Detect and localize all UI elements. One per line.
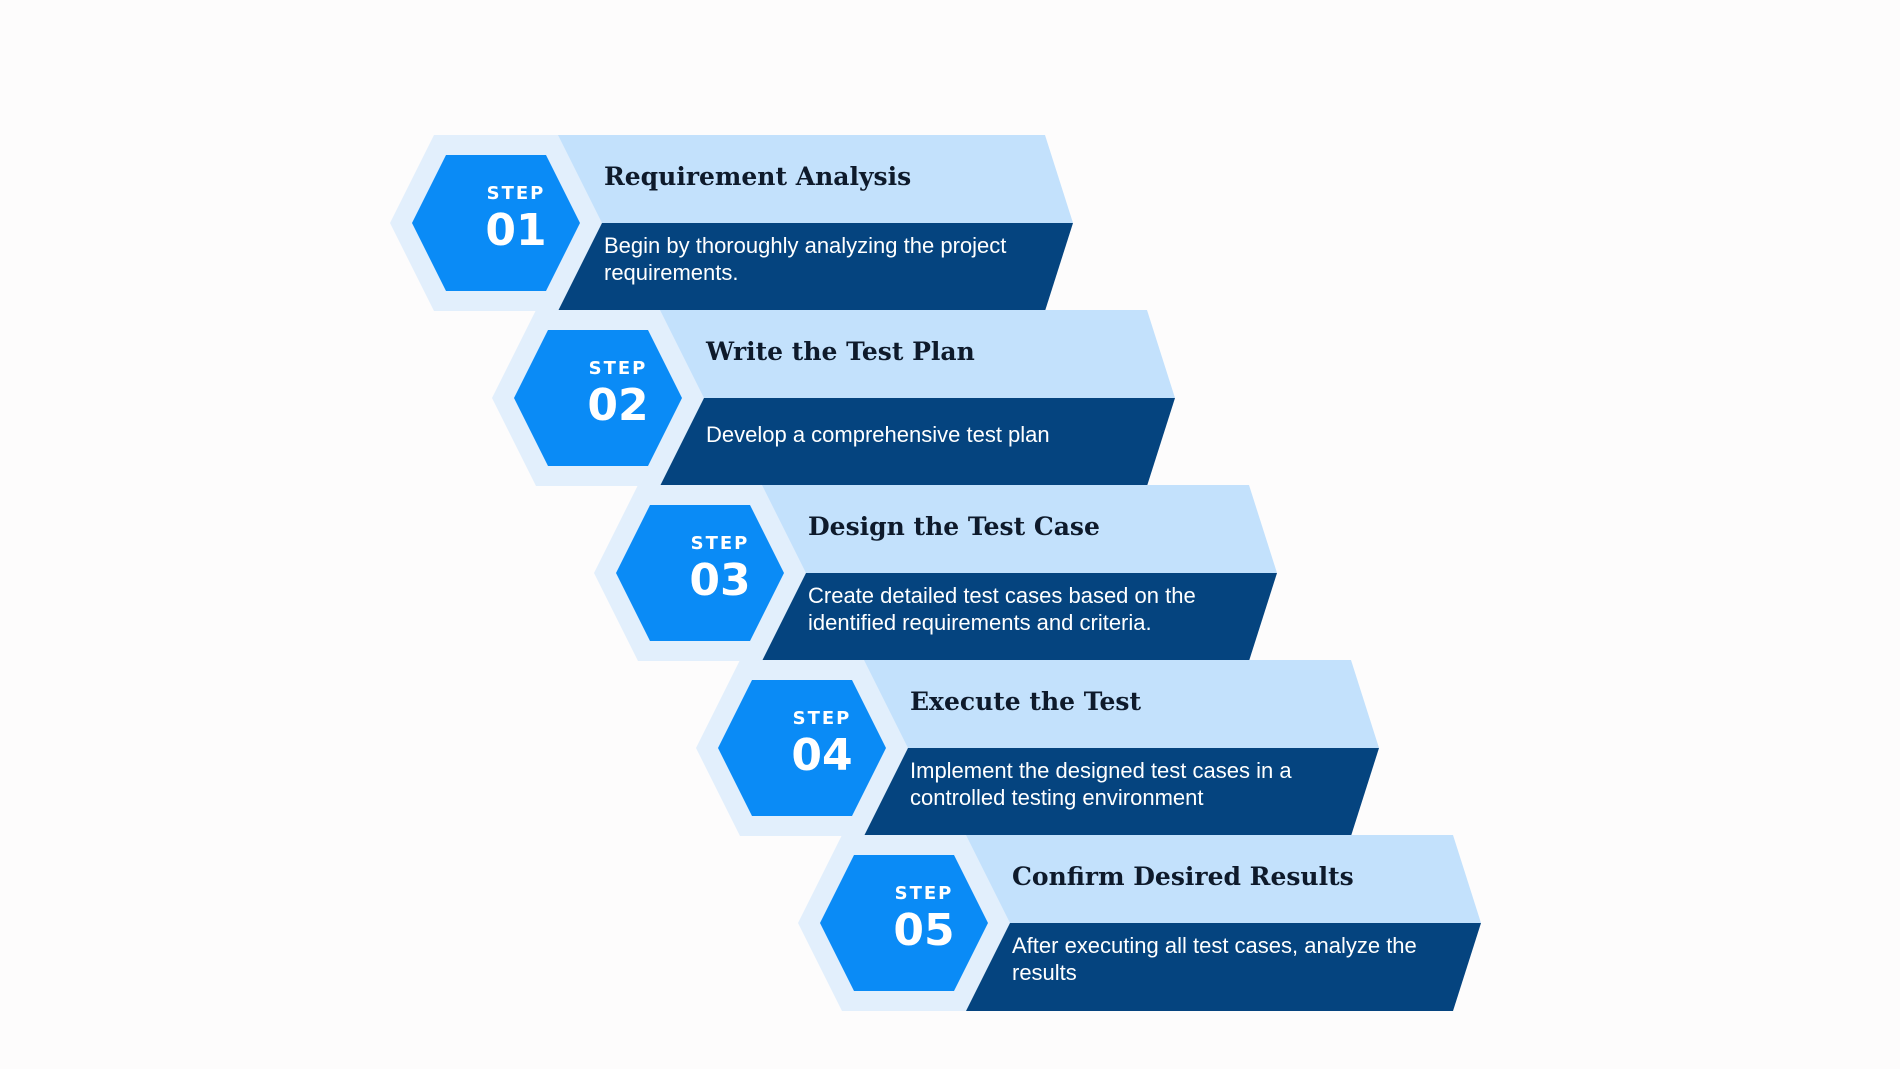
step-description: After executing all test cases, analyze … [1012,933,1417,985]
title-band [592,310,1175,398]
step-description: Develop a comprehensive test plan [706,421,1050,447]
hexagon-inner [616,505,784,641]
step-label: STEP [792,708,852,729]
step-number: 01 [485,205,547,256]
step-description: Begin by thoroughly analyzing the projec… [604,233,1007,285]
step-label: STEP [486,183,546,204]
step-shapes [390,135,1073,311]
step-description: Create detailed test cases based on the … [808,583,1196,635]
step-number: 03 [689,555,751,606]
description-band [694,573,1277,661]
description-band [592,398,1175,486]
title-band [796,660,1379,748]
step-number: 02 [587,380,649,431]
step-title: Execute the Test [910,687,1142,716]
title-band [694,485,1277,573]
description-band [490,223,1073,311]
step-number: 04 [791,730,853,781]
step-shapes [696,660,1379,836]
step-title: Confirm Desired Results [1012,862,1354,891]
step-title: Design the Test Case [808,512,1100,541]
step-label: STEP [588,358,648,379]
description-band [898,923,1481,1011]
step-shapes [594,485,1277,661]
step-title: Requirement Analysis [604,162,912,191]
hexagon-inner [718,680,886,816]
step-label: STEP [690,533,750,554]
hexagon-inner [412,155,580,291]
step-description: Implement the designed test cases in a c… [910,758,1292,810]
hexagon-inner [514,330,682,466]
step-shapes [798,835,1481,1011]
title-band [898,835,1481,923]
step-title: Write the Test Plan [706,337,975,366]
hexagon-inner [820,855,988,991]
description-band [796,748,1379,836]
title-band [490,135,1073,223]
step-shapes [492,310,1175,486]
step-number: 05 [893,905,955,956]
step-label: STEP [894,883,954,904]
